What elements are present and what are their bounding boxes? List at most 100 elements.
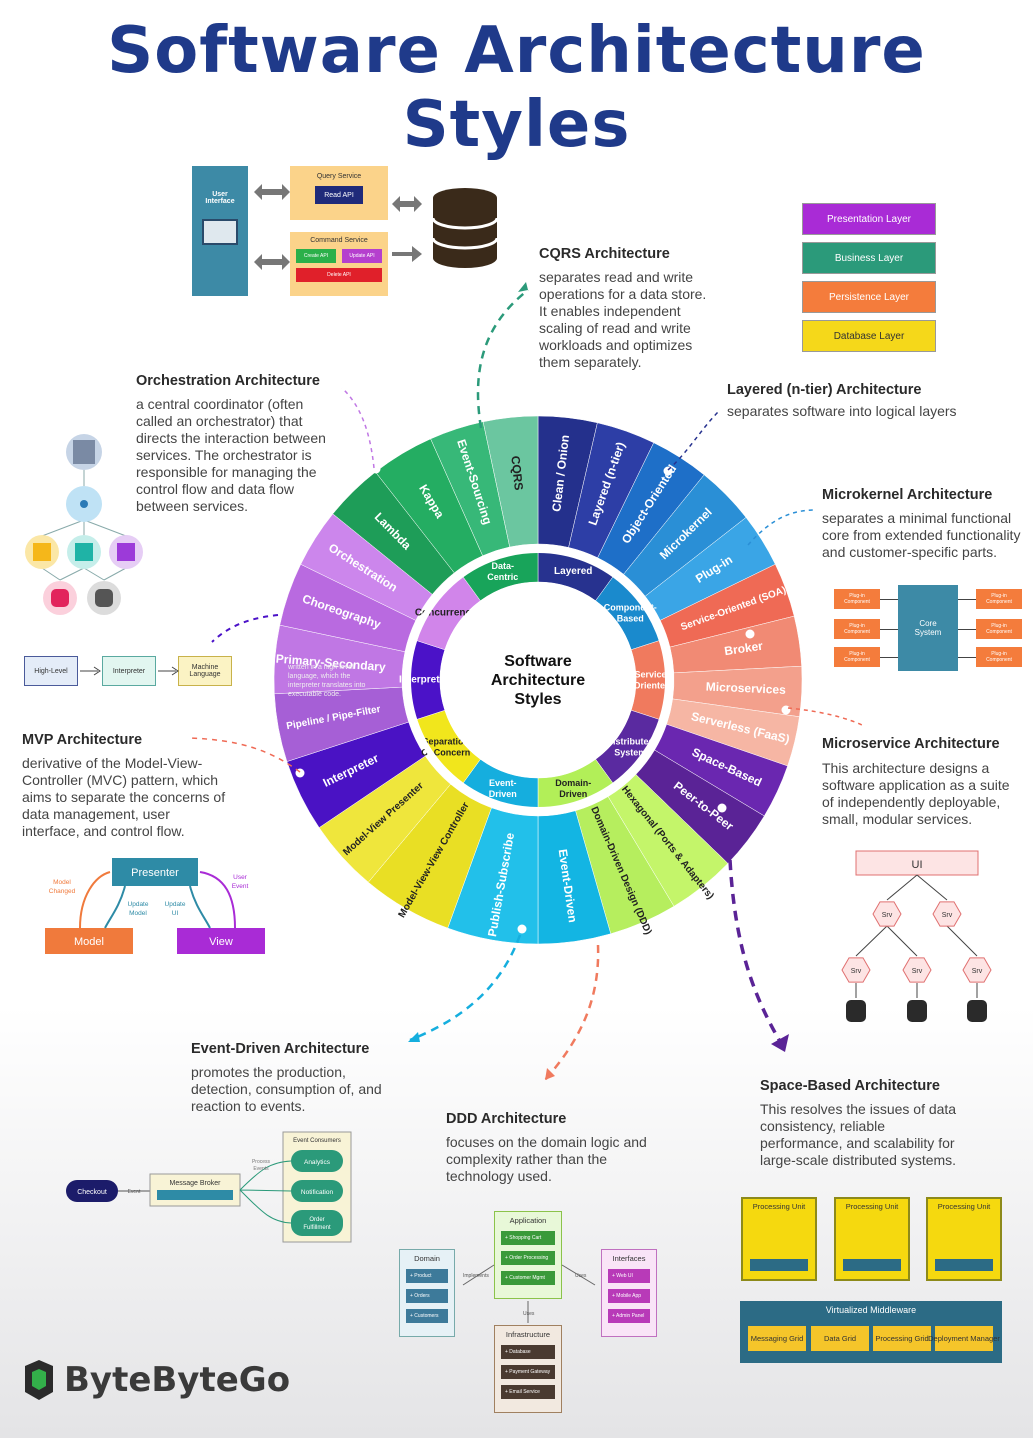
interpreter-box: Interpreter: [102, 656, 156, 686]
event-driven-diagram: Checkout Event Message Broker Event Cons…: [66, 1131, 352, 1243]
ui-label-1: User: [212, 191, 228, 198]
presenter-label: Presenter: [131, 867, 179, 879]
orchestration-desc-line: responsible for managing the: [136, 464, 317, 480]
microkernel-desc-line: separates a minimal functional: [822, 510, 1012, 526]
mvp-desc-line: interface, and control flow.: [22, 823, 185, 839]
command-service-label: Command Service: [310, 237, 368, 244]
query-service-box: Query Service Read API: [290, 166, 388, 220]
service-label: Srv: [912, 968, 923, 975]
mvp-diagram: Presenter Model View Model Changed User …: [45, 858, 265, 954]
high-level-box: High-Level: [24, 656, 78, 686]
delete-api-box: Delete API: [296, 268, 382, 282]
create-api-box: Create API: [296, 249, 336, 263]
mid-item-label: Deployment: [928, 1334, 969, 1343]
query-service-label: Query Service: [316, 173, 362, 180]
inner-segment-label: Of Concern: [421, 747, 470, 757]
update-ui-2: UI: [172, 910, 179, 917]
plugin-label: Component: [986, 599, 1012, 605]
service-hexagon: [932, 901, 962, 927]
orchestration-desc-line: control flow and data flow: [136, 481, 294, 497]
microservice-desc: This architecture designs a software app…: [822, 760, 1033, 828]
service-label: Srv: [851, 968, 862, 975]
microkernel-desc-line: and customer-specific parts.: [822, 544, 998, 560]
ddd-desc-line: complexity rather than the: [446, 1151, 608, 1167]
app-item: + Shopping Cart: [501, 1231, 555, 1245]
presentation-layer-box: Presentation Layer: [802, 203, 936, 235]
orchestration-desc-line: called an orchestrator) that: [136, 413, 303, 429]
user-event-2: Event: [232, 883, 249, 890]
business-layer-box: Business Layer: [802, 242, 936, 274]
domain-item: + Product: [406, 1269, 448, 1283]
model-changed-2: Changed: [49, 888, 76, 895]
ddd-desc-line: technology used.: [446, 1168, 552, 1184]
processing-unit-bar: [750, 1259, 808, 1271]
analytics-label: Analytics: [304, 1159, 331, 1166]
cqrs-title: CQRS Architecture: [539, 246, 670, 262]
processing-unit-1: Processing Unit: [741, 1197, 817, 1281]
plugin-label: Component: [986, 657, 1012, 663]
mvp-desc-line: Controller (MVC) pattern, which: [22, 772, 219, 788]
mvp-desc-line: derivative of the Model-View-: [22, 755, 203, 771]
cube-teal-icon: [75, 543, 93, 561]
cqrs-desc-line: separates read and write: [539, 269, 694, 285]
service-hexagon: [841, 957, 871, 983]
eventdriven-desc-line: detection, consumption of, and: [191, 1081, 382, 1097]
bytebytego-logo-icon: [25, 1360, 53, 1400]
event-label: Event: [128, 1189, 141, 1195]
processing-unit-bar: [935, 1259, 993, 1271]
layered-title: Layered (n-tier) Architecture: [727, 382, 922, 398]
connector-dot: [517, 924, 527, 934]
infrastructure-label: Infrastructure: [505, 1330, 551, 1339]
inner-segment-label: Separation: [423, 736, 470, 746]
center-title-line: Styles: [514, 691, 561, 708]
model-label: Model: [74, 936, 104, 948]
mid-item-label: Manager: [970, 1334, 1000, 1343]
infra-item: + Payment Gateway: [501, 1365, 555, 1379]
microservice-desc-line: of independently deployable,: [822, 794, 1001, 810]
center-title-line: Software: [504, 653, 572, 670]
inner-segment-label: Centric: [487, 572, 518, 582]
checkout-label: Checkout: [77, 1189, 107, 1196]
orchestration-diagram: [25, 434, 143, 615]
inner-segment-label: Concurrency: [415, 608, 477, 619]
eventdriven-desc-line: reaction to events.: [191, 1098, 306, 1114]
order-label-2: Fulfillment: [303, 1225, 331, 1231]
microservice-desc-line: small, modular services.: [822, 811, 973, 827]
processing-unit-bar: [843, 1259, 901, 1271]
ddd-desc-line: focuses on the domain logic and: [446, 1134, 647, 1150]
inner-ring-border: [405, 547, 671, 813]
cube-purple-icon: [117, 543, 135, 561]
plugin-label: Plug-in: [849, 623, 865, 629]
spacebased-desc-line: consistency, reliable: [760, 1118, 886, 1134]
processing-grid-box: Processing Grid: [873, 1326, 931, 1351]
domain-item: + Orders: [406, 1289, 448, 1303]
core-label-1: Core: [919, 619, 937, 628]
database-icon: [846, 1000, 866, 1022]
plugin-label: Component: [844, 657, 870, 663]
processing-unit-label: Processing Unit: [937, 1202, 991, 1211]
monitor-icon: [202, 219, 238, 245]
layered-desc: separates software into logical layers: [727, 403, 957, 419]
interface-item: + Admin Panel: [608, 1309, 650, 1323]
microservice-desc-line: This architecture designs a: [822, 760, 990, 776]
cqrs-desc-line: operations for a data store.: [539, 286, 707, 302]
service-label: Srv: [942, 912, 953, 919]
mid-item-label: Processing: [875, 1334, 913, 1343]
eventdriven-title: Event-Driven Architecture: [191, 1041, 370, 1057]
inner-segment-label: System: [614, 747, 646, 757]
inner-segment-label: Distributed: [606, 736, 654, 746]
spacebased-title: Space-Based Architecture: [760, 1078, 940, 1094]
application-label: Application: [509, 1216, 547, 1225]
plugin-label: Plug-in: [991, 651, 1007, 657]
outer-segment-label: CQRS: [508, 455, 526, 491]
broker-label: Message Broker: [170, 1180, 222, 1187]
user-event-1: User: [233, 874, 248, 881]
messaging-grid-box: Messaging Grid: [748, 1326, 806, 1351]
spacebased-desc-line: This resolves the issues of data: [760, 1101, 957, 1117]
database-icon: [431, 188, 499, 268]
spacebased-desc: This resolves the issues of data consist…: [760, 1101, 1020, 1169]
